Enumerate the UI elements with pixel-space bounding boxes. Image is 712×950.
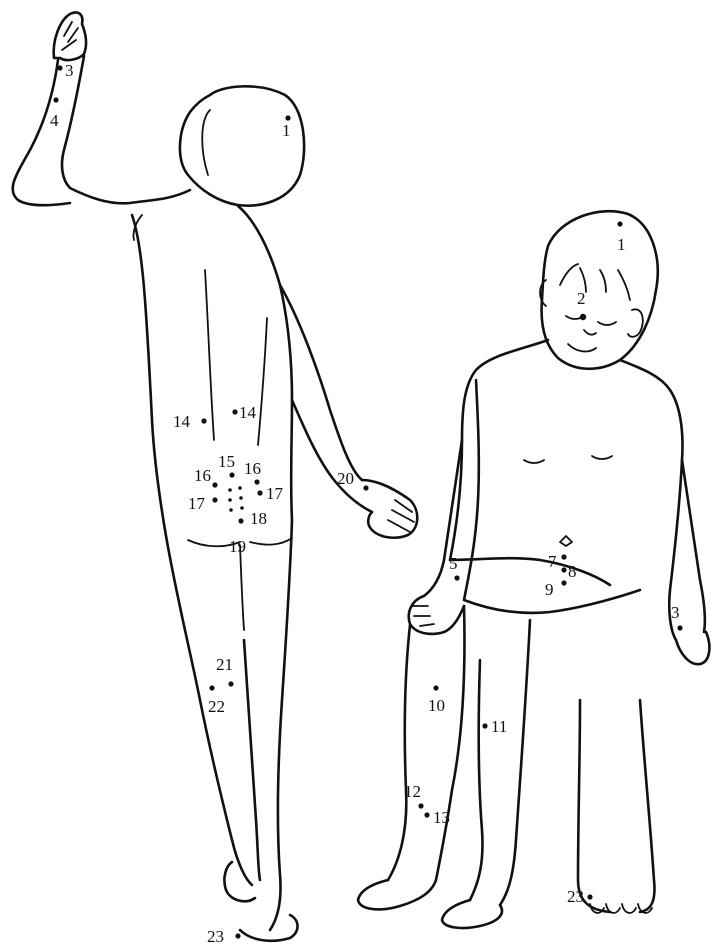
back-label-16-right: 16 <box>244 459 261 478</box>
front-head-outline <box>542 211 658 369</box>
front-label-8: 8 <box>568 562 577 581</box>
front-hair <box>560 264 630 300</box>
back-spine-right <box>258 318 267 445</box>
back-label-17-right: 17 <box>266 484 284 503</box>
back-sacral-point <box>228 498 232 502</box>
front-label-12: 12 <box>404 782 421 801</box>
back-label-4: 4 <box>50 111 59 130</box>
front-nipple-right <box>592 456 612 459</box>
back-label-17-left: 17 <box>188 494 206 513</box>
back-head-outline <box>180 86 304 205</box>
front-label-9: 9 <box>545 580 554 599</box>
back-spine-left <box>205 270 214 440</box>
back-point-17-right <box>257 490 262 495</box>
back-sacral-point <box>240 506 244 510</box>
back-label-21: 21 <box>216 655 233 674</box>
front-label-10: 10 <box>428 696 445 715</box>
back-right-arm-outline <box>280 285 372 512</box>
front-nipple-left <box>524 460 544 463</box>
front-point-10 <box>433 685 438 690</box>
front-point-9 <box>561 580 566 585</box>
back-legs-outline <box>165 520 292 930</box>
front-point-11 <box>482 723 487 728</box>
front-figure <box>358 211 709 928</box>
back-label-14-left: 14 <box>173 412 191 431</box>
front-labels: 1 2 3 5 7 8 9 10 11 12 13 23 <box>404 235 680 906</box>
back-point-21 <box>228 681 233 686</box>
back-point-18 <box>238 518 243 523</box>
back-point-4 <box>53 97 58 102</box>
back-sacral-point <box>228 488 232 492</box>
back-ear <box>202 110 210 175</box>
back-raised-hand-fingers <box>62 22 78 50</box>
front-point-2 <box>580 314 586 320</box>
back-label-15: 15 <box>218 452 235 471</box>
back-foot-right <box>240 915 298 941</box>
back-point-3 <box>57 65 62 70</box>
front-legs-outline <box>388 606 530 905</box>
back-label-19: 19 <box>229 537 246 556</box>
back-label-18: 18 <box>250 509 267 528</box>
front-left-fingers <box>412 606 434 626</box>
back-label-20: 20 <box>337 469 354 488</box>
front-nose <box>584 330 596 335</box>
front-ear-right <box>628 309 643 336</box>
front-point-23 <box>587 894 592 899</box>
back-point-14-left <box>201 418 206 423</box>
back-raised-hand-outline <box>54 12 86 60</box>
back-figure <box>13 12 418 940</box>
front-point-7 <box>561 554 566 559</box>
back-point-16-left <box>212 482 217 487</box>
front-point-1 <box>617 221 622 226</box>
front-label-23: 23 <box>567 887 584 906</box>
back-cleft <box>240 545 244 630</box>
front-navel <box>560 536 572 546</box>
back-point-15 <box>229 472 234 477</box>
front-mouth <box>568 344 596 351</box>
front-point-3 <box>677 625 682 630</box>
back-point-16-right <box>254 479 259 484</box>
back-sacral-point <box>229 508 233 512</box>
back-label-14-right: 14 <box>239 403 257 422</box>
front-eyes <box>566 316 616 325</box>
front-label-13: 13 <box>433 808 450 827</box>
front-rear-leg-outline <box>578 700 654 912</box>
back-torso-outline <box>70 188 292 530</box>
back-label-3: 3 <box>65 61 74 80</box>
back-label-23: 23 <box>207 927 224 946</box>
front-toes <box>590 904 652 913</box>
front-point-13 <box>424 812 429 817</box>
back-point-14-right <box>232 409 237 414</box>
front-label-3: 3 <box>671 603 680 622</box>
front-torso-outline <box>450 340 683 590</box>
front-point-12 <box>418 803 423 808</box>
back-clasped-fingers <box>388 500 414 532</box>
back-point-1 <box>285 115 290 120</box>
back-point-22 <box>209 685 214 690</box>
back-label-1: 1 <box>282 121 291 140</box>
back-sacral-point <box>239 496 243 500</box>
front-point-5 <box>454 575 459 580</box>
back-label-22: 22 <box>208 697 225 716</box>
front-right-hand <box>676 632 709 664</box>
front-label-1: 1 <box>617 235 626 254</box>
back-gluteal-fold-right <box>250 538 292 545</box>
front-label-2: 2 <box>577 289 586 308</box>
back-sacral-point <box>238 486 242 490</box>
front-label-11: 11 <box>491 717 507 736</box>
back-label-16-left: 16 <box>194 466 211 485</box>
front-feet <box>358 880 502 928</box>
back-labels: 1 3 4 14 14 15 16 16 17 17 18 19 20 21 2… <box>50 61 354 946</box>
front-left-hand <box>409 596 464 634</box>
back-point-17-left <box>212 497 217 502</box>
front-label-7: 7 <box>548 552 557 571</box>
back-point-20 <box>363 485 368 490</box>
front-label-5: 5 <box>449 554 458 573</box>
back-point-23 <box>235 933 240 938</box>
front-point-8 <box>561 567 566 572</box>
